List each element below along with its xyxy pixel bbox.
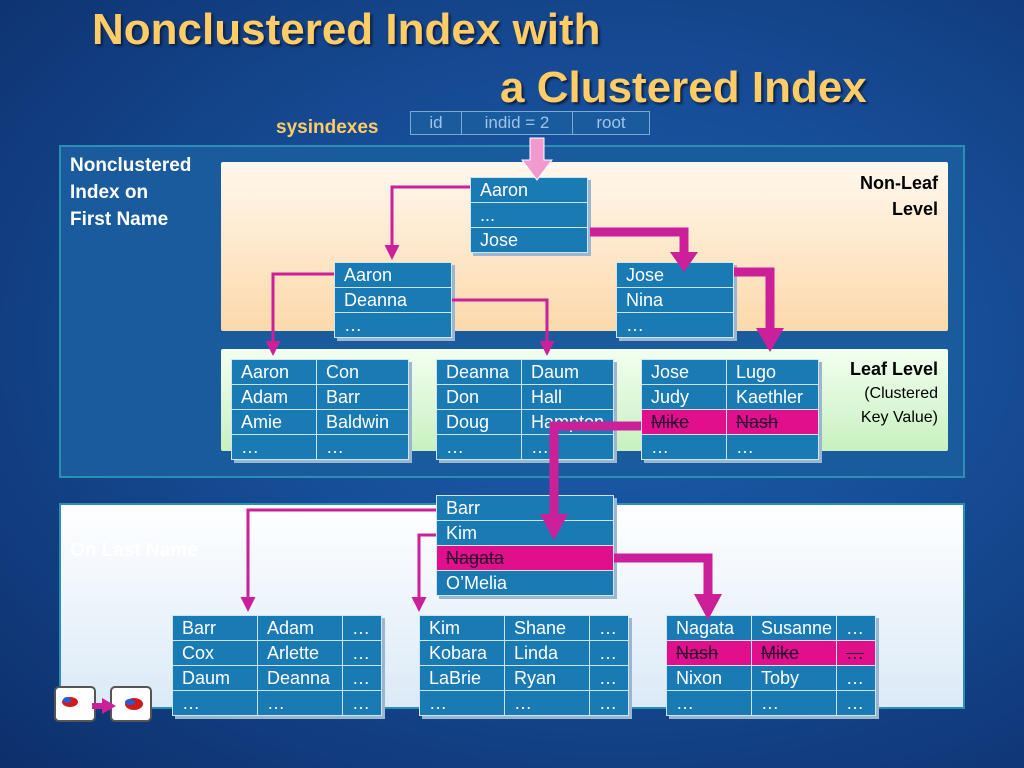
leaf-cell: Lugo: [726, 359, 819, 385]
data-cell: Cox: [172, 640, 258, 666]
data-cell: …: [836, 615, 876, 641]
leaf-cell: Jose: [641, 359, 727, 385]
leaf-cell: Baldwin: [316, 409, 409, 435]
data-cell: Arlette: [257, 640, 343, 666]
data-cell: Linda: [504, 640, 590, 666]
leaf-cell: Aaron: [231, 359, 317, 385]
non-leaf-level-label: Non-Leaf Level: [860, 173, 938, 219]
leaf-cell: Nash: [726, 409, 819, 435]
ci-root-cell: Kim: [436, 520, 614, 546]
clustered-panel-label: On Last Name: [70, 540, 198, 561]
data-cell: LaBrie: [419, 665, 505, 691]
sysindexes-col-id: id: [410, 111, 462, 135]
data-cell: …: [504, 690, 590, 716]
data-cell: …: [257, 690, 343, 716]
data-cell: Toby: [751, 665, 837, 691]
root-index-page: Aaron ... Jose: [470, 177, 588, 253]
sysindexes-label: sysindexes: [276, 117, 379, 138]
leaf-cell: …: [316, 434, 409, 460]
nonclustered-panel-label: Nonclustered Index on First Name: [70, 155, 192, 230]
clustered-root-page: Barr Kim Nagata O’Melia: [436, 495, 614, 596]
root-page-cell: Aaron: [470, 177, 588, 203]
data-cell: …: [419, 690, 505, 716]
data-cell: Daum: [172, 665, 258, 691]
data-cell: …: [589, 665, 629, 691]
data-cell: …: [836, 690, 876, 716]
data-cell: Nagata: [666, 615, 752, 641]
leaf-cell: Don: [436, 384, 522, 410]
data-cell: Mike: [751, 640, 837, 666]
data-cell: …: [751, 690, 837, 716]
leaf-cell: Mike: [641, 409, 727, 435]
leaf-cell: …: [641, 434, 727, 460]
leaf-cell: Con: [316, 359, 409, 385]
leaf-cell: Amie: [231, 409, 317, 435]
data-cell: …: [666, 690, 752, 716]
data-cell: Susanne: [751, 615, 837, 641]
data-cell: …: [836, 665, 876, 691]
leaf-cell: …: [436, 434, 522, 460]
data-cell: Nixon: [666, 665, 752, 691]
mid-right-cell: Jose: [616, 262, 734, 288]
root-page-cell: ...: [470, 202, 588, 228]
data-cell: …: [342, 615, 382, 641]
sysindexes-row: id indid = 2 root: [410, 111, 650, 135]
data-cell: …: [342, 640, 382, 666]
data-cell: Adam: [257, 615, 343, 641]
data-cell: …: [589, 615, 629, 641]
leaf-cell: Hampton: [521, 409, 614, 435]
leaf-cell: …: [231, 434, 317, 460]
mid-left-cell: Aaron: [334, 262, 452, 288]
data-cell: Kobara: [419, 640, 505, 666]
mid-left-cell: …: [334, 312, 452, 338]
previous-slide-icon[interactable]: [54, 686, 96, 722]
mid-left-cell: Deanna: [334, 287, 452, 313]
data-cell: Nash: [666, 640, 752, 666]
data-cell: Barr: [172, 615, 258, 641]
leaf-cell: Daum: [521, 359, 614, 385]
root-page-cell: Jose: [470, 227, 588, 253]
data-cell: …: [172, 690, 258, 716]
leaf-cell: Hall: [521, 384, 614, 410]
data-cell: …: [836, 640, 876, 666]
ci-root-cell: Barr: [436, 495, 614, 521]
data-cell: …: [342, 690, 382, 716]
ci-root-cell: O’Melia: [436, 570, 614, 596]
data-cell: Shane: [504, 615, 590, 641]
mid-index-page-left: Aaron Deanna …: [334, 262, 452, 338]
slide-title-line1: Nonclustered Index with: [92, 5, 601, 54]
slide-title-line2: a Clustered Index: [500, 63, 867, 112]
mid-right-cell: …: [616, 312, 734, 338]
leaf-cell: Kaethler: [726, 384, 819, 410]
leaf-cell: …: [521, 434, 614, 460]
data-cell: …: [589, 690, 629, 716]
mid-index-page-right: Jose Nina …: [616, 262, 734, 338]
leaf-cell: Doug: [436, 409, 522, 435]
highlighted-ci-row: Nagata: [436, 545, 614, 571]
leaf-cell: Adam: [231, 384, 317, 410]
data-cell: …: [589, 640, 629, 666]
data-cell: …: [342, 665, 382, 691]
data-cell: Ryan: [504, 665, 590, 691]
sysindexes-col-root: root: [572, 111, 650, 135]
mid-right-cell: Nina: [616, 287, 734, 313]
data-cell: Deanna: [257, 665, 343, 691]
data-cell: Kim: [419, 615, 505, 641]
leaf-cell: Judy: [641, 384, 727, 410]
leaf-cell: …: [726, 434, 819, 460]
leaf-level-label: Leaf Level (Clustered Key Value): [849, 359, 938, 426]
next-slide-icon[interactable]: [110, 686, 152, 722]
ci-root-cell: Nagata: [436, 545, 614, 571]
leaf-cell: Deanna: [436, 359, 522, 385]
leaf-cell: Barr: [316, 384, 409, 410]
sysindexes-col-indid: indid = 2: [461, 111, 573, 135]
